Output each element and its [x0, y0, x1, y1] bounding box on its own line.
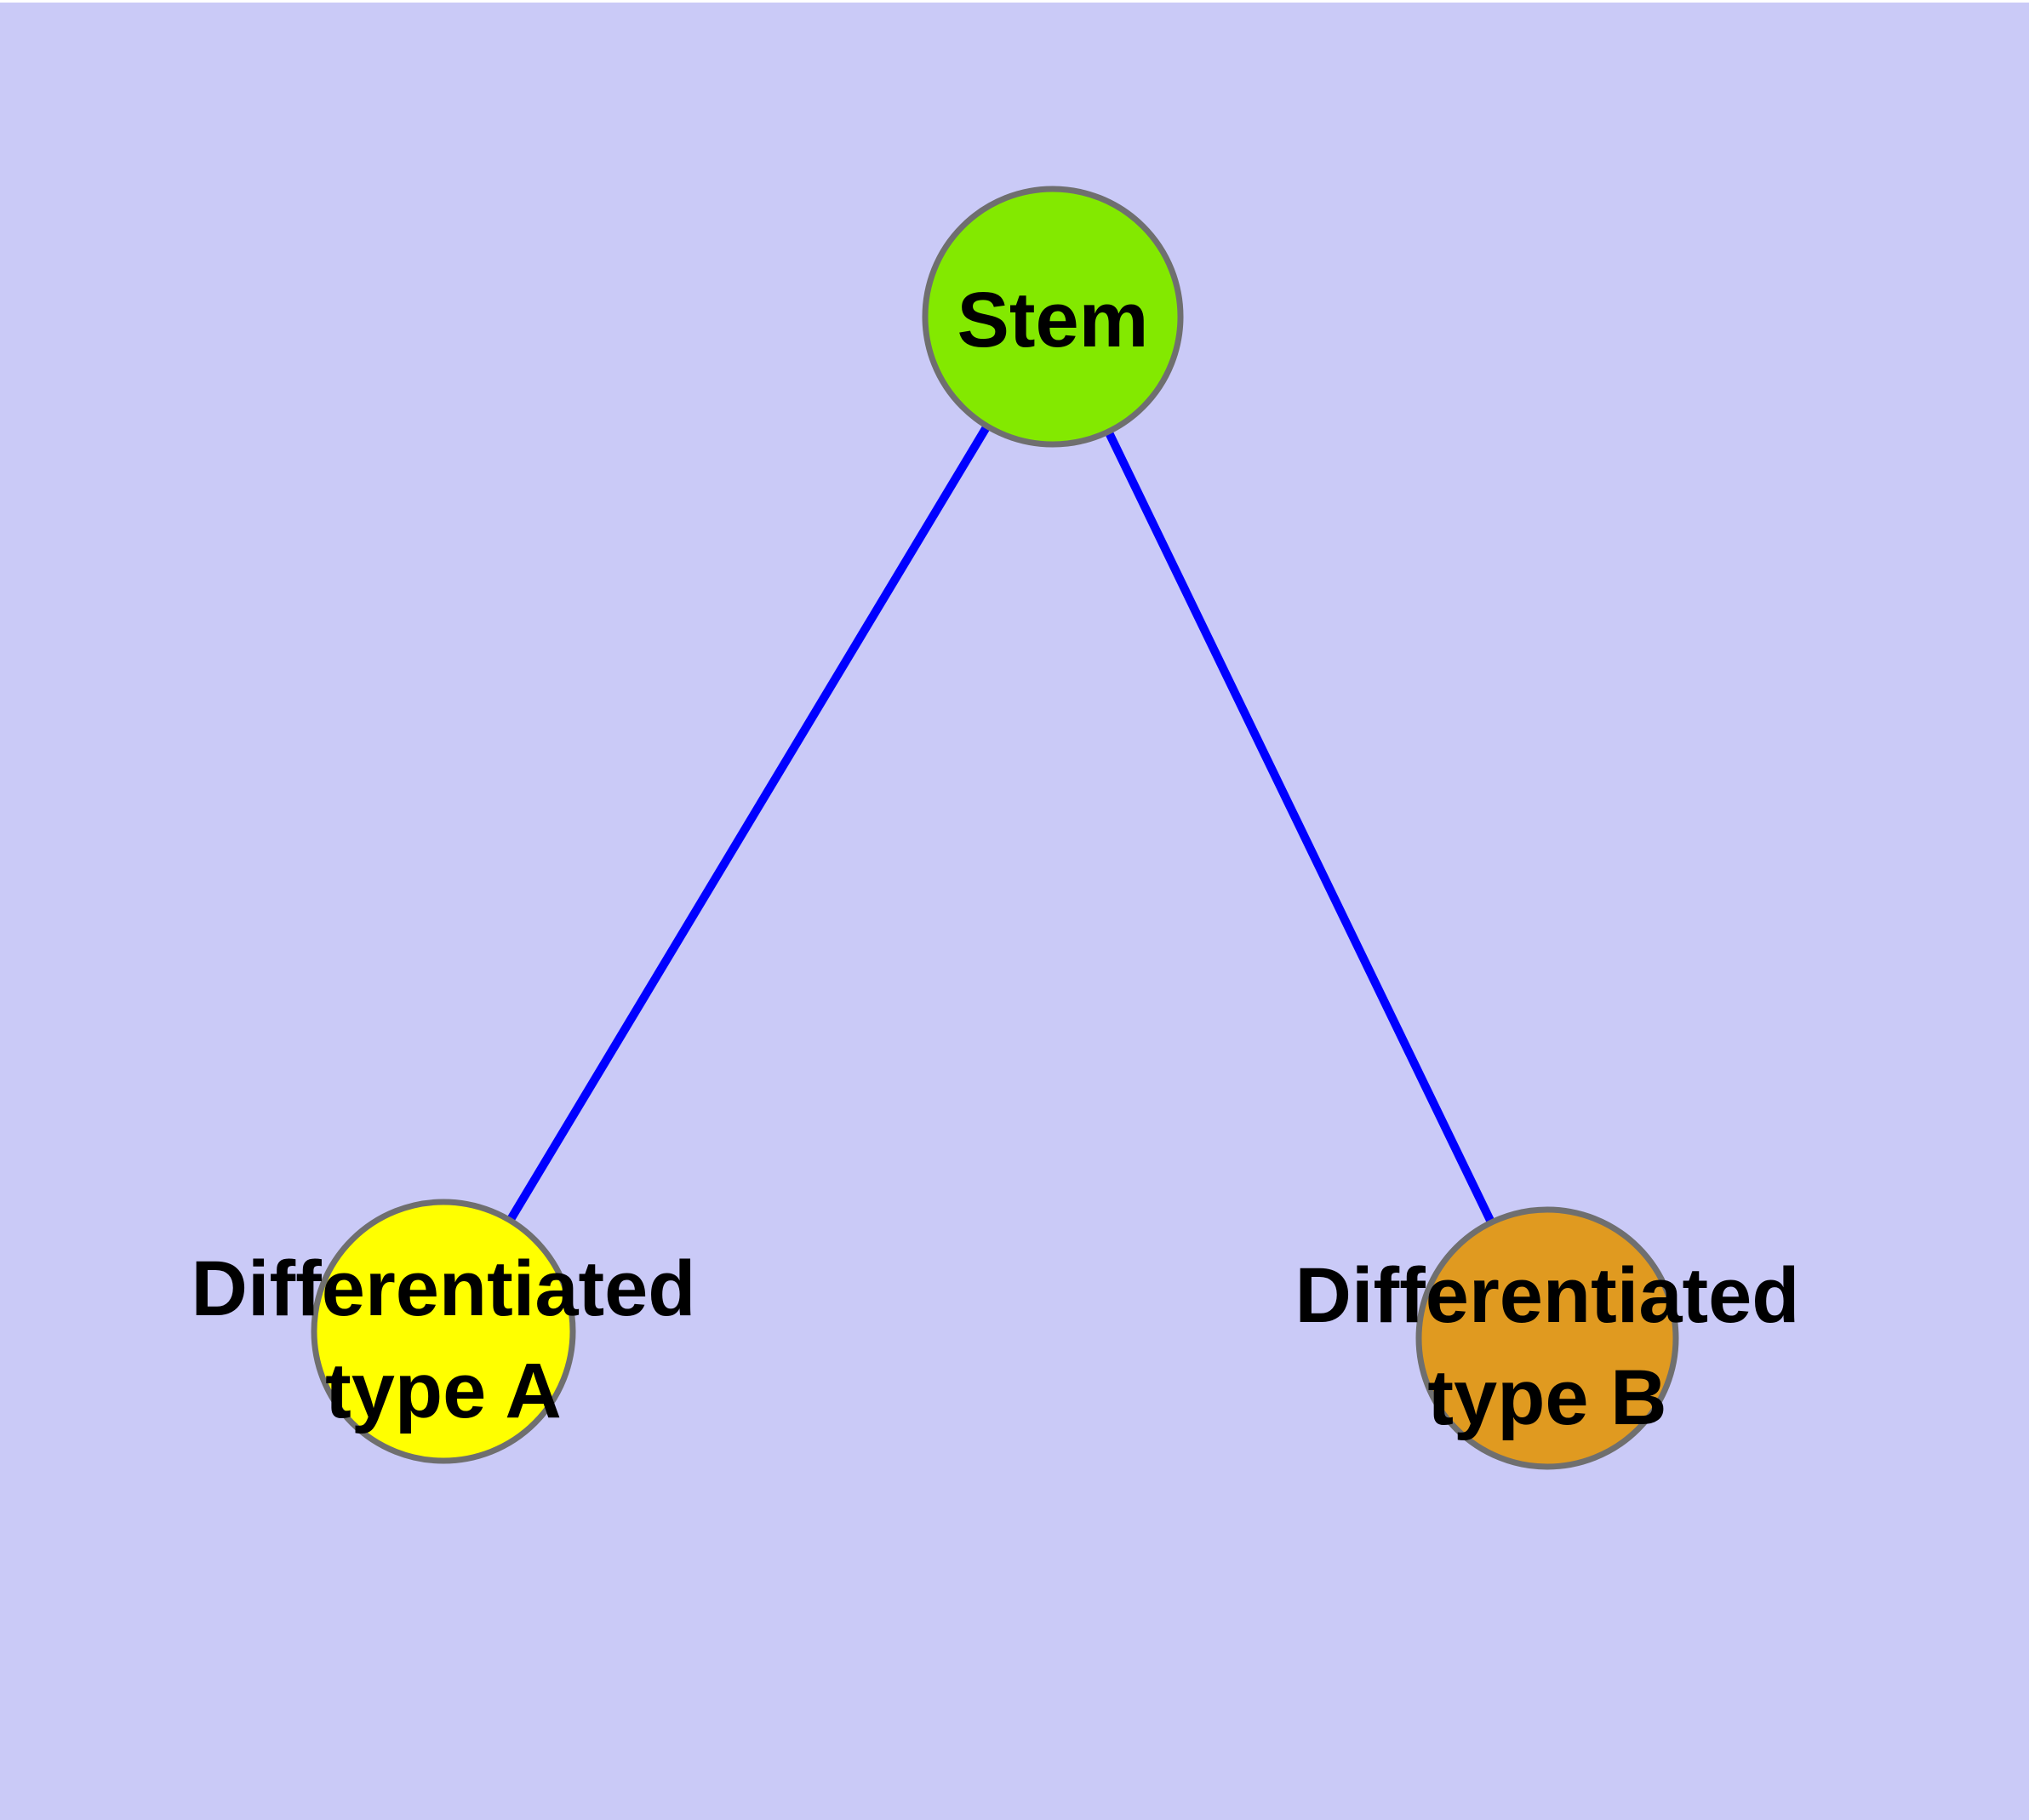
type-b-node-label-line1: Differentiated: [1295, 1252, 1800, 1339]
type-b-node-circle: [1415, 1206, 1679, 1470]
stem-node-circle: [922, 186, 1184, 448]
type-a-node-label-line1: Differentiated: [191, 1245, 696, 1332]
stem-node-label: Stem: [957, 277, 1149, 363]
type-a-node-label-line2: type A: [325, 1348, 562, 1434]
node-stem: Stem: [922, 186, 1184, 448]
edge-stem-to-type-b: [1049, 314, 1552, 1341]
node-differentiated-type-a: Differentiated type A: [191, 1199, 696, 1464]
edge-stem-to-type-a: [439, 314, 1057, 1334]
type-a-node-circle: [311, 1199, 576, 1464]
type-b-node-label-line2: type B: [1427, 1354, 1666, 1441]
node-differentiated-type-b: Differentiated type B: [1295, 1206, 1800, 1470]
